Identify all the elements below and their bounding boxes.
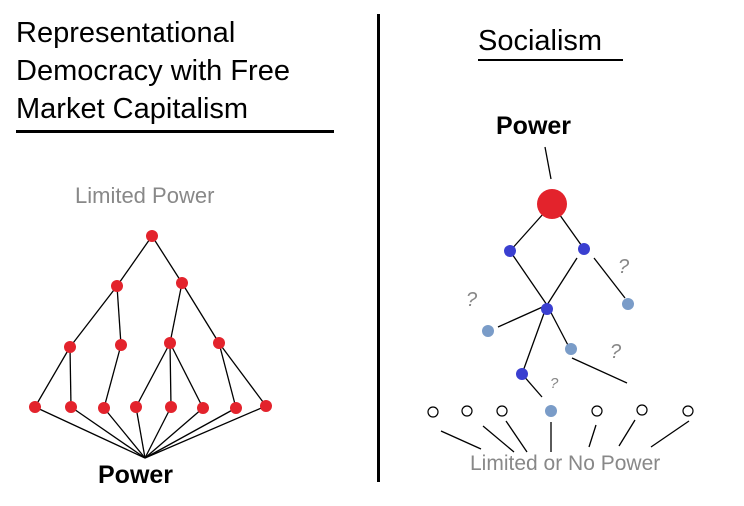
right-top-label: Power bbox=[496, 112, 572, 140]
node-red bbox=[176, 277, 188, 289]
node-red bbox=[111, 280, 123, 292]
node-red bbox=[164, 337, 176, 349]
node-red bbox=[64, 341, 76, 353]
left-title: Representational Democracy with Free Mar… bbox=[16, 17, 290, 125]
node-red bbox=[165, 401, 177, 413]
left-bottom-label: Power bbox=[98, 461, 174, 489]
left-pyramid-nodes bbox=[29, 230, 272, 414]
central-power-node bbox=[537, 189, 567, 219]
right-tree-dark-nodes bbox=[504, 243, 590, 380]
node-dark-blue bbox=[541, 303, 553, 315]
center-divider bbox=[377, 14, 380, 482]
node-red bbox=[260, 400, 272, 412]
node-light-blue bbox=[622, 298, 634, 310]
node-dark-blue bbox=[516, 368, 528, 380]
node-red bbox=[29, 401, 41, 413]
question-mark: ? bbox=[466, 289, 478, 311]
node-empty bbox=[591, 405, 603, 417]
node-dark-blue bbox=[578, 243, 590, 255]
right-tree-edges bbox=[440, 146, 690, 453]
node-red bbox=[146, 230, 158, 242]
right-tree-light-nodes bbox=[482, 298, 634, 417]
node-light-blue bbox=[565, 343, 577, 355]
node-red bbox=[130, 401, 142, 413]
node-red bbox=[213, 337, 225, 349]
right-title: Socialism bbox=[478, 25, 603, 57]
node-red bbox=[98, 402, 110, 414]
node-empty bbox=[461, 405, 473, 417]
node-empty bbox=[496, 405, 508, 417]
right-tree-empty-nodes bbox=[427, 404, 694, 418]
question-mark: ? bbox=[610, 341, 622, 363]
right-title-underline bbox=[478, 59, 623, 61]
node-red bbox=[115, 339, 127, 351]
node-empty bbox=[636, 404, 648, 416]
node-red bbox=[197, 402, 209, 414]
node-dark-blue bbox=[504, 245, 516, 257]
node-empty bbox=[427, 406, 439, 418]
question-mark: ? bbox=[618, 256, 630, 278]
left-pyramid-edges bbox=[34, 235, 267, 459]
node-empty bbox=[682, 405, 694, 417]
node-red bbox=[230, 402, 242, 414]
node-light-blue bbox=[482, 325, 494, 337]
left-top-label: Limited Power bbox=[75, 183, 215, 208]
left-title-underline bbox=[16, 130, 334, 133]
right-bottom-label: Limited or No Power bbox=[470, 452, 661, 475]
question-mark: ? bbox=[550, 375, 559, 392]
node-red bbox=[65, 401, 77, 413]
node-light-blue bbox=[545, 405, 557, 417]
